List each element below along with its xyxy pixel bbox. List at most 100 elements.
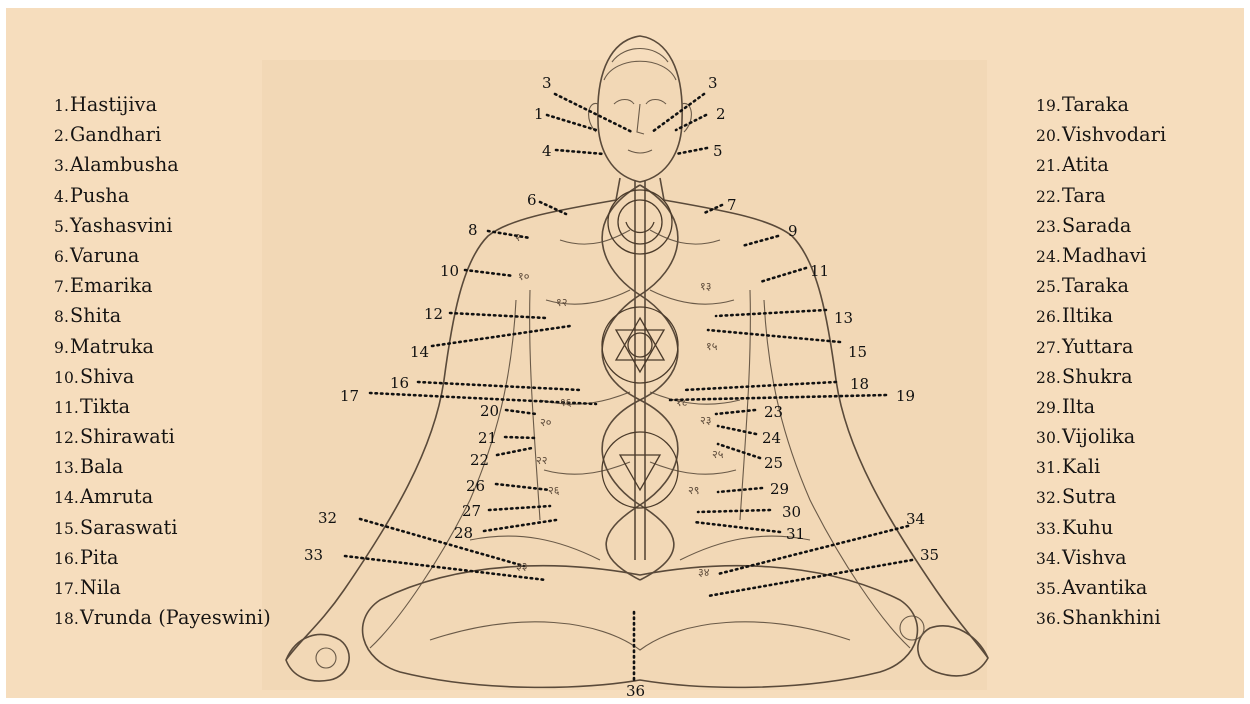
legend-left: 1.Hastijiva2.Gandhari3.Alambusha4.Pusha5… <box>54 90 271 633</box>
marker-33: 33 <box>304 546 323 564</box>
svg-text:१२: १२ <box>556 296 567 309</box>
marker-29: 29 <box>770 480 789 498</box>
legend-name: Alambusha <box>70 153 179 176</box>
legend-number: 14. <box>54 489 79 507</box>
legend-number: 36. <box>1036 610 1061 628</box>
legend-number: 30. <box>1036 429 1061 447</box>
marker-1: 1 <box>534 105 544 123</box>
legend-item: 4.Pusha <box>54 181 271 211</box>
legend-number: 23. <box>1036 218 1061 236</box>
marker-3-left: 3 <box>542 74 552 92</box>
svg-text:१८: १८ <box>676 396 688 409</box>
legend-number: 32. <box>1036 489 1061 507</box>
legend-name: Yashasvini <box>70 214 173 237</box>
legend-name: Madhavi <box>1062 244 1147 267</box>
legend-number: 34. <box>1036 550 1061 568</box>
svg-text:१६: १६ <box>560 396 572 409</box>
marker-23: 23 <box>764 403 783 421</box>
svg-text:३४: ३४ <box>698 566 710 579</box>
legend-name: Shita <box>70 304 121 327</box>
marker-36: 36 <box>626 682 645 700</box>
legend-name: Avantika <box>1062 576 1147 599</box>
legend-item: 8.Shita <box>54 301 271 331</box>
legend-name: Shiva <box>80 365 134 388</box>
legend-number: 16. <box>54 550 79 568</box>
marker-30: 30 <box>782 503 801 521</box>
legend-item: 17.Nila <box>54 573 271 603</box>
svg-text:१३: १३ <box>700 280 711 293</box>
legend-name: Saraswati <box>80 516 178 539</box>
marker-27: 27 <box>462 502 481 520</box>
legend-number: 15. <box>54 520 79 538</box>
legend-item: 32.Sutra <box>1036 482 1166 512</box>
legend-name: Taraka <box>1062 274 1129 297</box>
legend-number: 5. <box>54 218 69 236</box>
legend-name: Pusha <box>70 184 129 207</box>
legend-number: 4. <box>54 188 69 206</box>
marker-2: 2 <box>716 105 726 123</box>
legend-item: 7.Emarika <box>54 271 271 301</box>
marker-22: 22 <box>470 451 489 469</box>
legend-item: 33.Kuhu <box>1036 513 1166 543</box>
marker-11: 11 <box>810 262 829 280</box>
legend-number: 25. <box>1036 278 1061 296</box>
marker-12: 12 <box>424 305 443 323</box>
legend-item: 29.Ilta <box>1036 392 1166 422</box>
legend-item: 6.Varuna <box>54 241 271 271</box>
marker-3-right: 3 <box>708 74 718 92</box>
legend-name: Yuttara <box>1062 335 1134 358</box>
legend-number: 22. <box>1036 188 1061 206</box>
svg-text:१०: १० <box>518 270 530 283</box>
marker-34: 34 <box>906 510 925 528</box>
legend-item: 12.Shirawati <box>54 422 271 452</box>
legend-item: 24.Madhavi <box>1036 241 1166 271</box>
legend-name: Bala <box>80 455 124 478</box>
marker-10: 10 <box>440 262 459 280</box>
legend-item: 18.Vrunda (Payeswini) <box>54 603 271 633</box>
legend-number: 18. <box>54 610 79 628</box>
legend-item: 19.Taraka <box>1036 90 1166 120</box>
legend-number: 11. <box>54 399 79 417</box>
svg-text:२: २ <box>515 231 521 244</box>
legend-number: 33. <box>1036 520 1061 538</box>
legend-name: Emarika <box>70 274 153 297</box>
svg-text:२५: २५ <box>712 448 724 461</box>
legend-item: 2.Gandhari <box>54 120 271 150</box>
legend-number: 26. <box>1036 308 1061 326</box>
svg-text:३३: ३३ <box>516 560 527 573</box>
legend-number: 27. <box>1036 339 1061 357</box>
legend-item: 30.Vijolika <box>1036 422 1166 452</box>
legend-name: Nila <box>80 576 121 599</box>
legend-item: 5.Yashasvini <box>54 211 271 241</box>
legend-item: 26.Iltika <box>1036 301 1166 331</box>
legend-name: Pita <box>80 546 119 569</box>
legend-item: 36.Shankhini <box>1036 603 1166 633</box>
legend-name: Kuhu <box>1062 516 1113 539</box>
legend-name: Sarada <box>1062 214 1132 237</box>
legend-item: 31.Kali <box>1036 452 1166 482</box>
legend-number: 1. <box>54 97 69 115</box>
legend-name: Matruka <box>70 335 154 358</box>
legend-number: 8. <box>54 308 69 326</box>
legend-number: 9. <box>54 339 69 357</box>
legend-item: 28.Shukra <box>1036 362 1166 392</box>
legend-name: Hastijiva <box>70 93 157 116</box>
marker-19: 19 <box>896 387 915 405</box>
marker-28: 28 <box>454 524 473 542</box>
marker-6: 6 <box>527 191 537 209</box>
marker-35: 35 <box>920 546 939 564</box>
legend-name: Shankhini <box>1062 606 1161 629</box>
legend-item: 27.Yuttara <box>1036 332 1166 362</box>
legend-item: 34.Vishva <box>1036 543 1166 573</box>
legend-number: 35. <box>1036 580 1061 598</box>
legend-item: 1.Hastijiva <box>54 90 271 120</box>
legend-number: 17. <box>54 580 79 598</box>
legend-number: 2. <box>54 127 69 145</box>
legend-name: Kali <box>1062 455 1100 478</box>
legend-name: Amruta <box>80 485 153 508</box>
marker-16: 16 <box>390 374 409 392</box>
legend-number: 12. <box>54 429 79 447</box>
legend-name: Iltika <box>1062 304 1113 327</box>
marker-20: 20 <box>480 402 499 420</box>
